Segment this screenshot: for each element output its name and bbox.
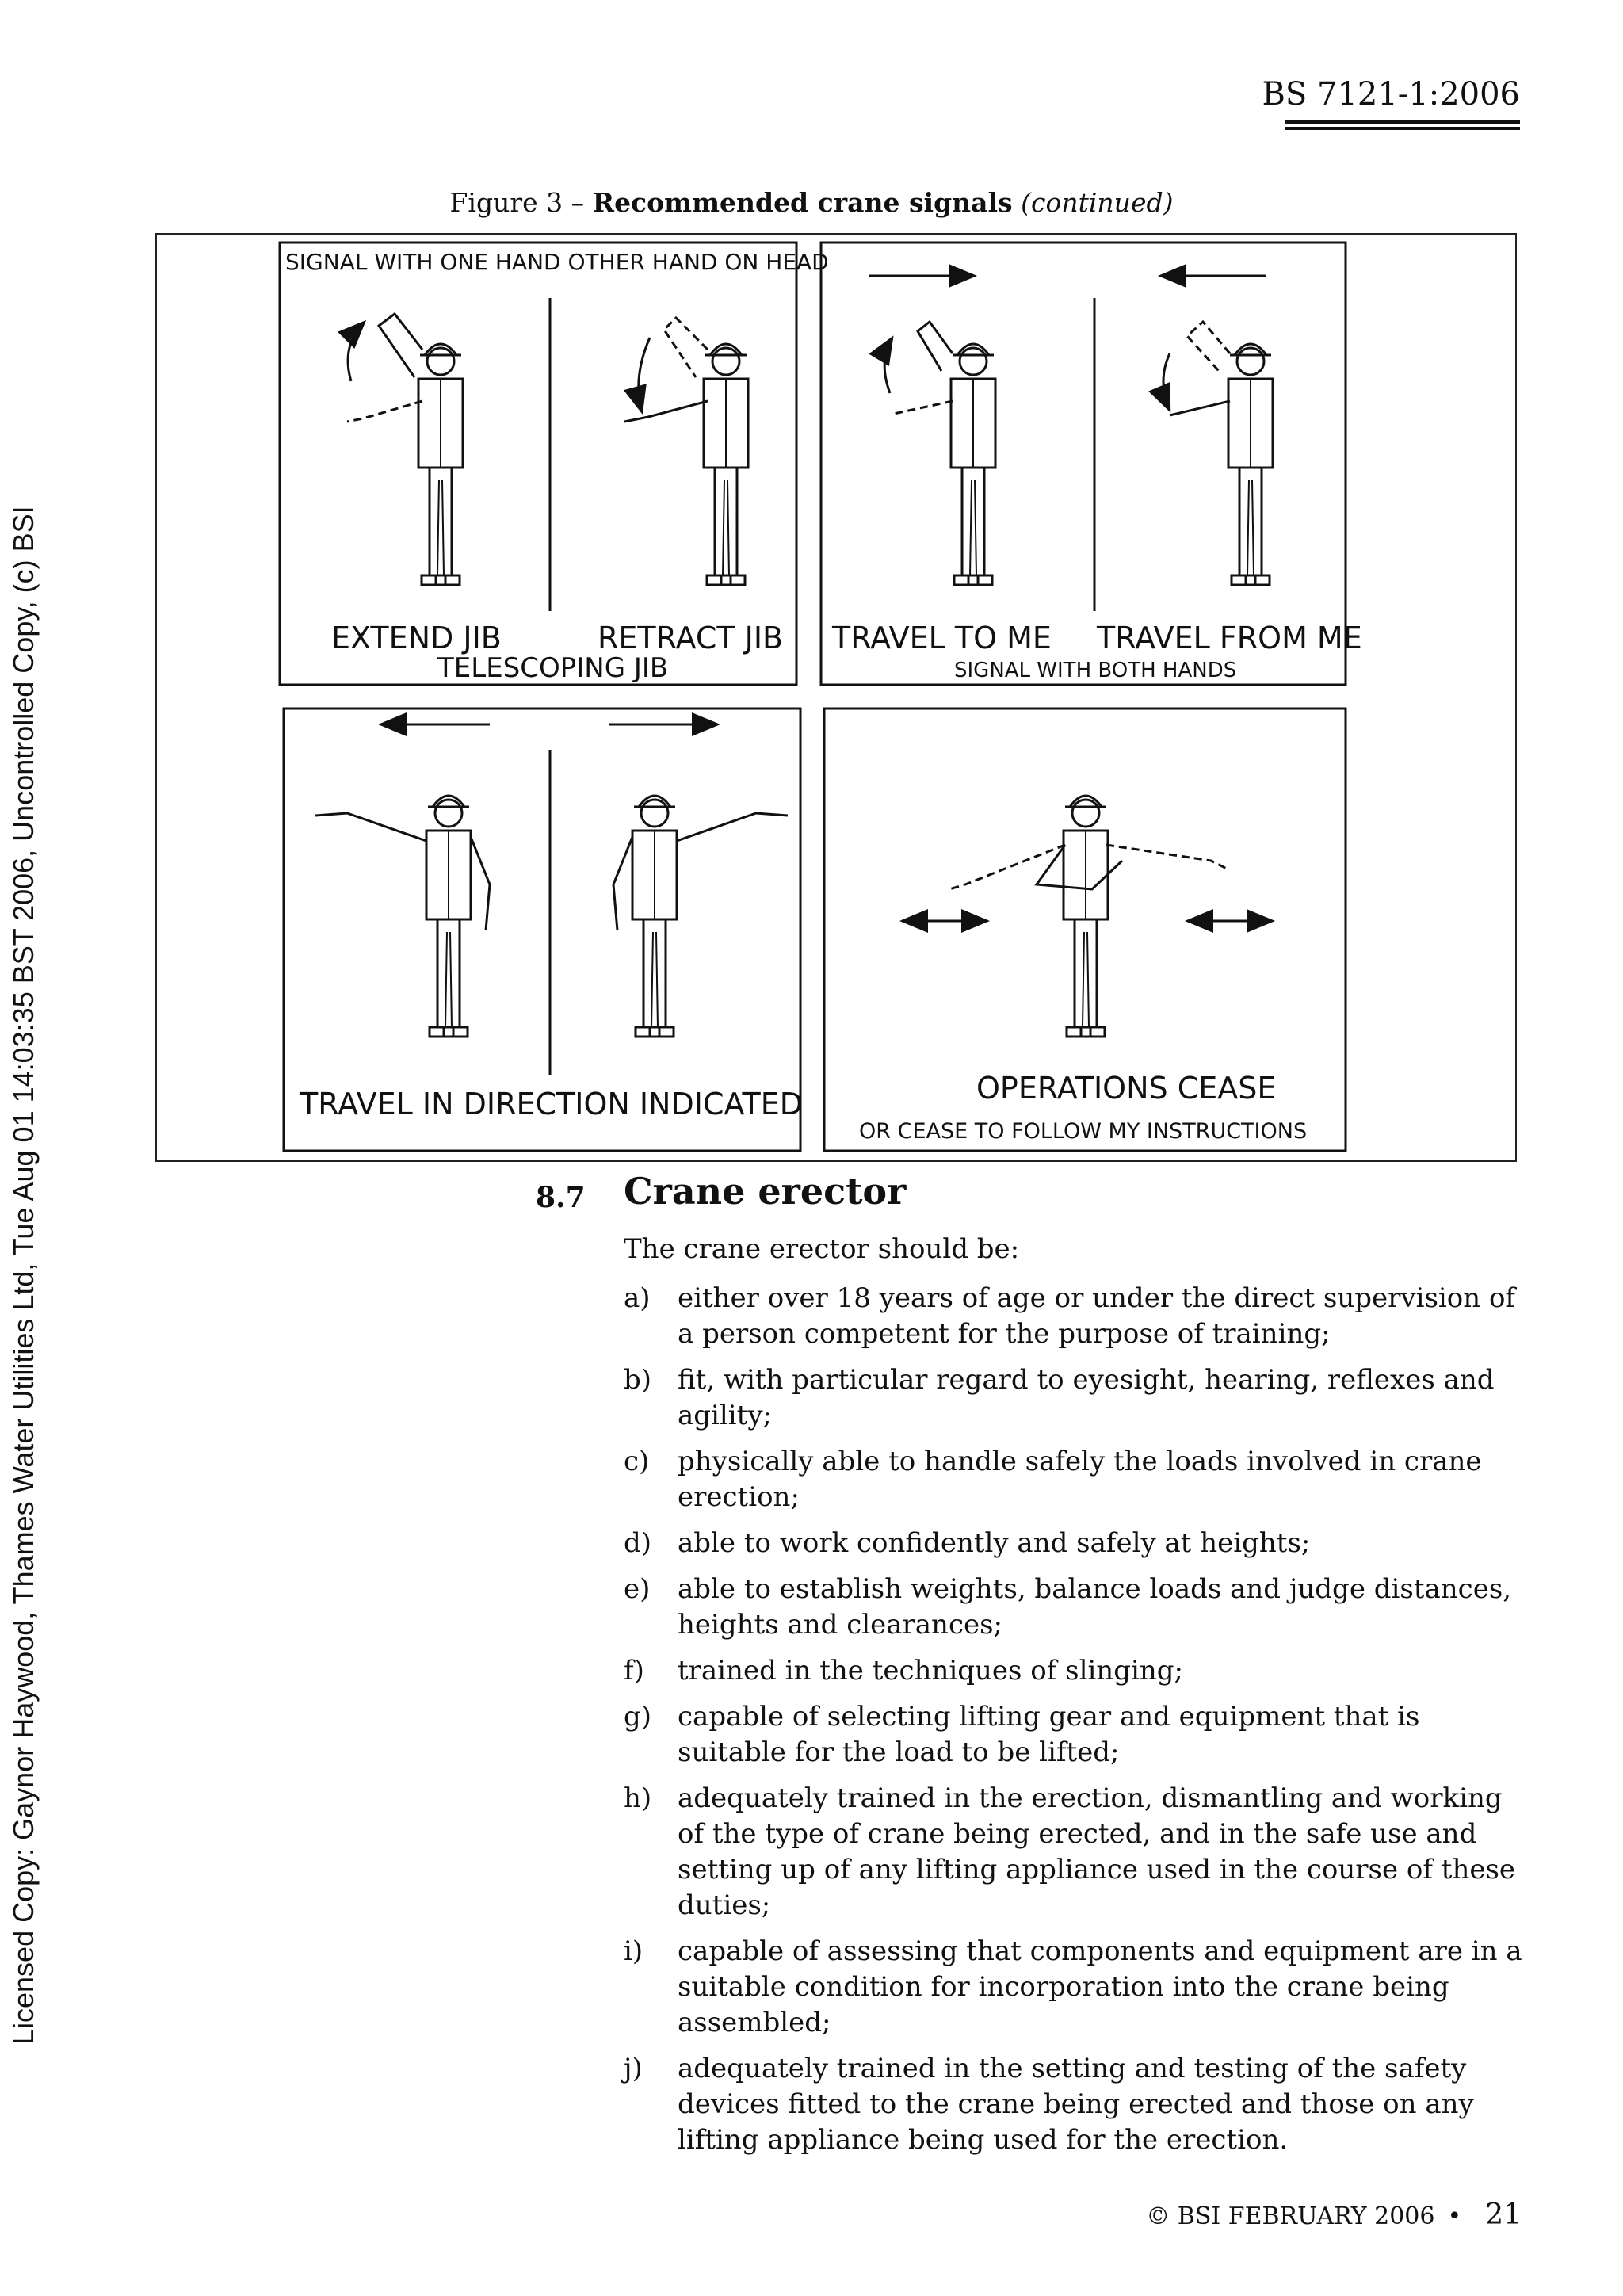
list-text: physically able to handle safely the loa…	[678, 1446, 1482, 1513]
list-text: capable of selecting lifting gear and eq…	[678, 1701, 1420, 1768]
list-text: either over 18 years of age or under the…	[678, 1282, 1516, 1350]
list-marker: i)	[624, 1935, 643, 1967]
list-item: j) adequately trained in the setting and …	[624, 2051, 1527, 2158]
figure-caption-continued: (continued)	[1021, 187, 1174, 218]
list-marker: d)	[624, 1527, 652, 1559]
list-item: b) fit, with particular regard to eyesigh…	[624, 1362, 1527, 1434]
header-rule-bottom	[1285, 127, 1520, 130]
page-footer: © BSI FEBRUARY 2006 • 21	[1146, 2199, 1522, 2231]
list-item: f) trained in the techniques of slinging;	[624, 1653, 1527, 1689]
telescoping-note-label: SIGNAL WITH ONE HAND OTHER HAND ON HEAD	[285, 249, 829, 275]
list-item: g) capable of selecting lifting gear and …	[624, 1699, 1527, 1771]
footer-copyright: © BSI FEBRUARY 2006	[1146, 2202, 1435, 2230]
list-marker: h)	[624, 1782, 652, 1814]
crane-signals-figure: SIGNAL WITH ONE HAND OTHER HAND ON HEAD …	[278, 241, 1362, 1152]
retract-jib-label: RETRACT JIB	[598, 621, 783, 655]
list-text: fit, with particular regard to eyesight,…	[678, 1364, 1495, 1431]
list-text: adequately trained in the erection, dism…	[678, 1782, 1516, 1921]
operations-cease-label: OPERATIONS CEASE	[976, 1071, 1276, 1106]
panel-travel-to-me	[819, 241, 1347, 686]
panel-operations-cease	[823, 707, 1347, 1152]
erector-requirements-list: a) either over 18 years of age or under t…	[624, 1281, 1527, 2168]
list-marker: c)	[624, 1446, 650, 1477]
figure-caption: Figure 3 – Recommended crane signals (co…	[0, 187, 1623, 218]
telescoping-jib-label: TELESCOPING JIB	[437, 652, 668, 684]
list-item: h) adequately trained in the erection, di…	[624, 1781, 1527, 1924]
cease-instructions-label: OR CEASE TO FOLLOW MY INSTRUCTIONS	[859, 1119, 1307, 1144]
travel-direction-label: TRAVEL IN DIRECTION INDICATED	[299, 1087, 803, 1121]
extend-jib-label: EXTEND JIB	[331, 621, 502, 655]
header-rule-top	[1285, 120, 1520, 124]
travel-to-me-label: TRAVEL TO ME	[831, 621, 1052, 655]
list-text: able to establish weights, balance loads…	[678, 1573, 1512, 1641]
section-title: Crane erector	[624, 1170, 907, 1213]
list-text: capable of assessing that components and…	[678, 1935, 1522, 2038]
figure-caption-prefix: Figure 3 –	[449, 187, 593, 218]
list-item: a) either over 18 years of age or under t…	[624, 1281, 1527, 1352]
standard-number: BS 7121-1:2006	[1262, 76, 1520, 113]
list-item: e) able to establish weights, balance loa…	[624, 1572, 1527, 1643]
figure-frame: SIGNAL WITH ONE HAND OTHER HAND ON HEAD …	[155, 233, 1517, 1162]
both-hands-note-label: SIGNAL WITH BOTH HANDS	[954, 659, 1236, 682]
panel-telescoping-jib	[278, 241, 798, 686]
section-number: 8.7	[536, 1181, 586, 1214]
list-item: c) physically able to handle safely the l…	[624, 1444, 1527, 1515]
list-marker: j)	[624, 2053, 643, 2084]
figure-caption-title: Recommended crane signals	[592, 187, 1013, 218]
list-marker: e)	[624, 1573, 651, 1605]
list-marker: a)	[624, 1282, 651, 1314]
footer-bullet: •	[1447, 2202, 1462, 2230]
page-number: 21	[1485, 2199, 1522, 2231]
list-item: d) able to work confidently and safely at…	[624, 1526, 1527, 1561]
list-text: able to work confidently and safely at h…	[678, 1527, 1311, 1559]
section-intro: The crane erector should be:	[624, 1233, 1020, 1265]
list-marker: f)	[624, 1655, 644, 1687]
licensed-copy-watermark: Licensed Copy: Gaynor Haywood, Thames Wa…	[7, 506, 40, 2045]
list-item: i) capable of assessing that components a…	[624, 1934, 1527, 2041]
list-text: adequately trained in the setting and te…	[678, 2053, 1474, 2156]
list-marker: b)	[624, 1364, 652, 1396]
travel-from-me-label: TRAVEL FROM ME	[1096, 621, 1362, 655]
panel-travel-direction	[282, 707, 802, 1152]
list-marker: g)	[624, 1701, 652, 1733]
list-text: trained in the techniques of slinging;	[678, 1655, 1183, 1687]
